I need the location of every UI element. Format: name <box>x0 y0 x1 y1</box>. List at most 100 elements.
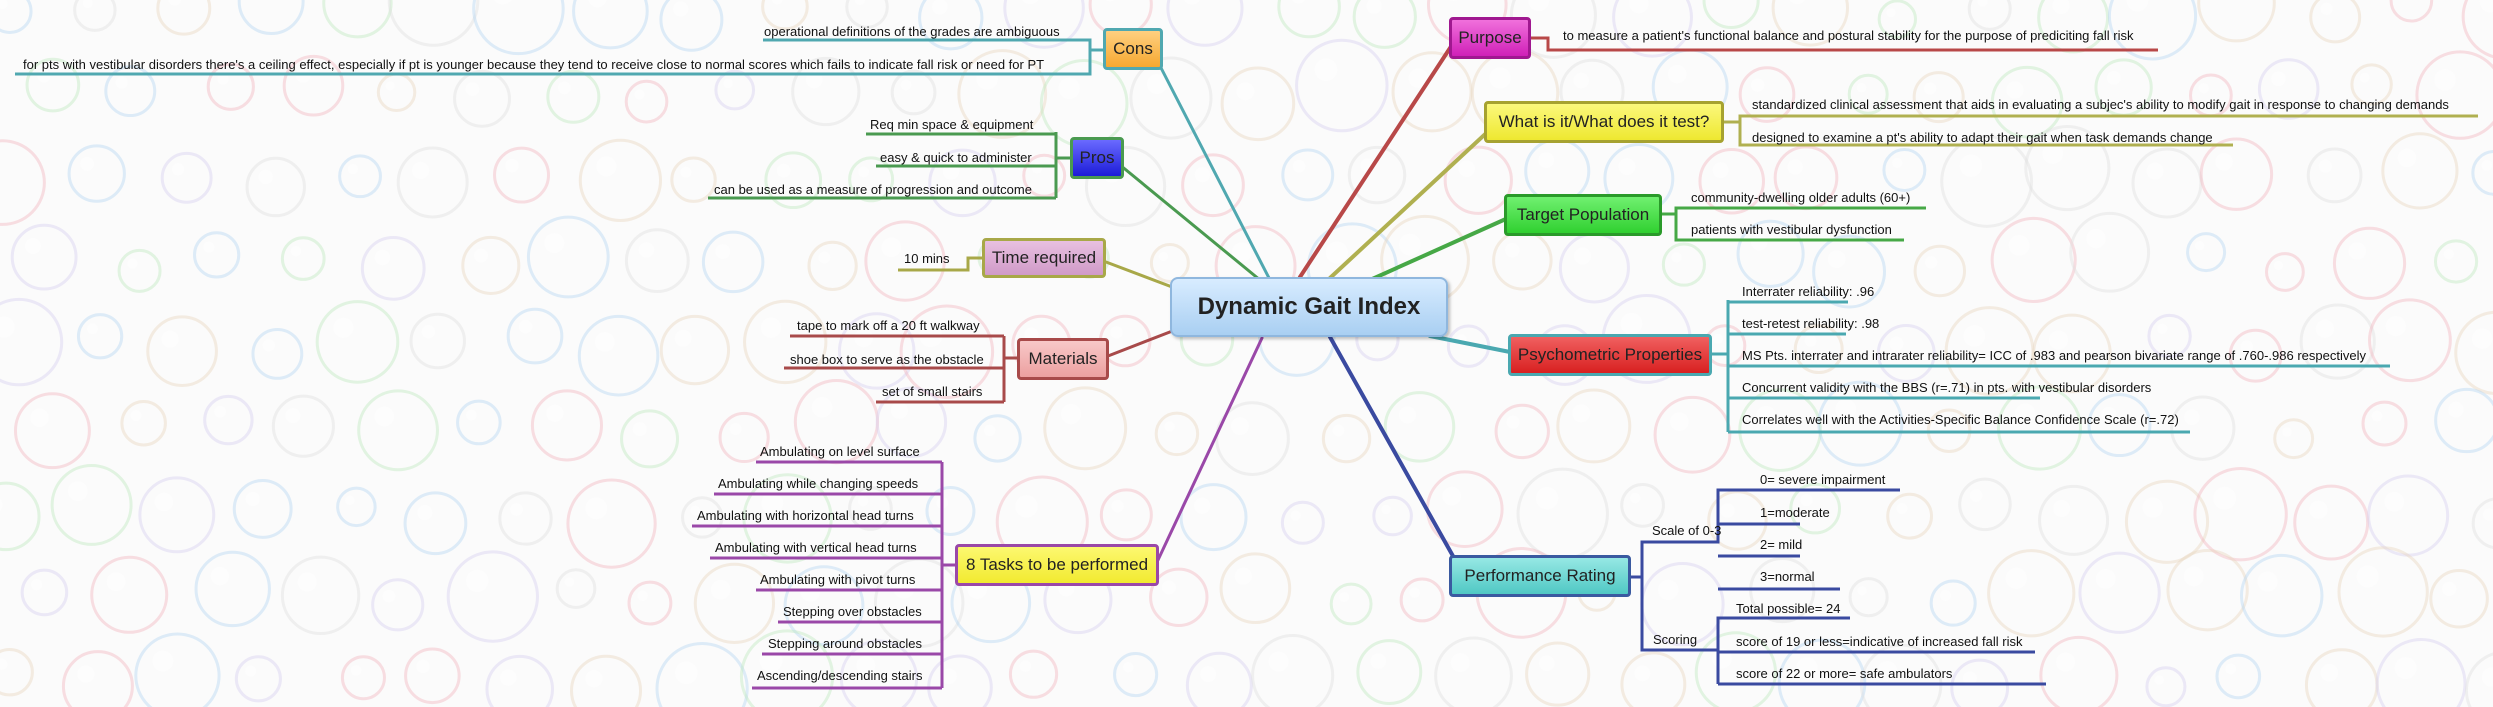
target-branch <box>1662 206 1926 242</box>
bubble-highlight <box>30 408 49 428</box>
bubble-highlight <box>1963 325 1986 347</box>
cons-item: operational definitions of the grades ar… <box>764 24 1060 39</box>
bubble-highlight <box>2397 148 2417 168</box>
bubble <box>67 144 126 203</box>
bubble-highlight <box>892 576 915 599</box>
bubble-highlight <box>154 492 174 512</box>
bubble-highlight <box>1161 580 1176 595</box>
bubble-highlight <box>2282 427 2292 437</box>
bubble-highlight <box>760 317 782 338</box>
bubble <box>2309 0 2362 44</box>
spoke-tasks <box>1156 336 1264 562</box>
bubble <box>206 62 255 111</box>
bubble <box>1166 0 1244 47</box>
bubble <box>928 148 997 218</box>
bubble-highlight <box>1528 0 1550 12</box>
pros-item: easy & quick to administer <box>880 150 1032 165</box>
topic-target-population[interactable]: Target Population <box>1504 194 1662 236</box>
bubble <box>0 481 41 552</box>
topic-cons[interactable]: Cons <box>1103 28 1163 70</box>
bubble <box>134 632 221 707</box>
topic-pros[interactable]: Pros <box>1070 137 1124 179</box>
topic-purpose[interactable]: Purpose <box>1449 17 1531 59</box>
bubble-highlight <box>1977 0 1988 7</box>
bubble <box>530 389 604 462</box>
bubble-highlight <box>729 423 742 436</box>
central-topic[interactable]: Dynamic Gait Index <box>1170 277 1448 337</box>
bubble <box>1185 651 1253 707</box>
bubble <box>742 473 833 564</box>
spoke-what <box>1328 123 1497 280</box>
bubble <box>655 641 749 707</box>
bubble-highlight <box>1856 82 1867 93</box>
bubble-highlight <box>1506 415 1520 429</box>
bubble-highlight <box>1923 82 1937 95</box>
bubble <box>1958 477 2012 532</box>
bubble-highlight <box>1857 586 1867 596</box>
topic-performance-rating[interactable]: Performance Rating <box>1449 555 1631 597</box>
topic-psychometric[interactable]: Psychometric Properties <box>1508 334 1712 376</box>
bubble-highlight <box>2481 667 2493 687</box>
bubble <box>396 146 469 219</box>
bubble-highlight <box>715 244 731 259</box>
bubble-highlight <box>2053 499 2071 517</box>
bubble-highlight <box>1194 167 1210 183</box>
bubble <box>404 647 461 705</box>
topic-what[interactable]: What is it/What does it test? <box>1484 101 1724 143</box>
bubble-highlight <box>127 258 138 269</box>
bubble <box>2107 0 2198 61</box>
bubble <box>1661 242 1706 287</box>
bubble <box>1886 492 1934 540</box>
bubble <box>2193 467 2288 562</box>
spoke-pros <box>1118 163 1262 282</box>
bubble <box>1967 0 2012 31</box>
bubble-highlight <box>1194 497 1211 514</box>
spoke-psycho <box>1428 334 1512 354</box>
bubble-highlight <box>2056 652 2076 672</box>
bubble-highlight <box>771 0 783 5</box>
bubble-highlight <box>1924 256 1938 269</box>
bubble-highlight <box>1164 421 1175 432</box>
bubble <box>1383 391 1456 463</box>
bubble <box>1848 577 1889 618</box>
bubble <box>791 56 861 127</box>
psycho-item: Concurrent validity with the BBS (r=.71)… <box>1742 380 2152 395</box>
bubble-highlight <box>245 665 257 677</box>
materials-item: set of small stairs <box>882 384 983 399</box>
bubble-highlight <box>1409 587 1421 598</box>
bubble-highlight <box>2443 249 2455 260</box>
bubble-highlight <box>2448 401 2464 418</box>
bubble <box>2367 474 2450 557</box>
bubble-highlight <box>2146 162 2164 180</box>
bubble <box>336 486 377 528</box>
bubble <box>1793 324 1844 375</box>
bubble-highlight <box>262 339 275 352</box>
performance-branch <box>1631 488 2046 686</box>
topic-time-required[interactable]: Time required <box>982 238 1106 278</box>
bubble-highlight <box>1835 398 1857 420</box>
bubble <box>472 0 565 56</box>
topic-materials[interactable]: Materials <box>1017 338 1109 380</box>
spoke-materials <box>1106 328 1177 358</box>
task-item: Ambulating with vertical head turns <box>715 540 917 555</box>
bubble-highlight <box>2442 581 2457 596</box>
bubble-highlight <box>2052 0 2070 14</box>
bubble-highlight <box>77 665 95 683</box>
bubble-highlight <box>674 329 692 347</box>
bubble-highlight <box>1573 72 1589 89</box>
bubble <box>193 231 241 279</box>
spoke-target <box>1368 216 1510 282</box>
bubble-highlight <box>564 577 575 587</box>
bubble <box>1215 401 1290 476</box>
bubble-highlight <box>675 661 698 685</box>
bubble <box>1912 71 1965 124</box>
bubble <box>2197 0 2276 43</box>
bubble <box>1817 380 1904 467</box>
bubble <box>1996 385 2083 471</box>
spoke-cons <box>1156 60 1272 282</box>
bubble-highlight <box>900 79 912 91</box>
topic-tasks[interactable]: 8 Tasks to be performed <box>955 544 1159 586</box>
bubble <box>1149 567 1209 628</box>
scoring-item: score of 22 or more= safe ambulators <box>1736 666 1953 681</box>
